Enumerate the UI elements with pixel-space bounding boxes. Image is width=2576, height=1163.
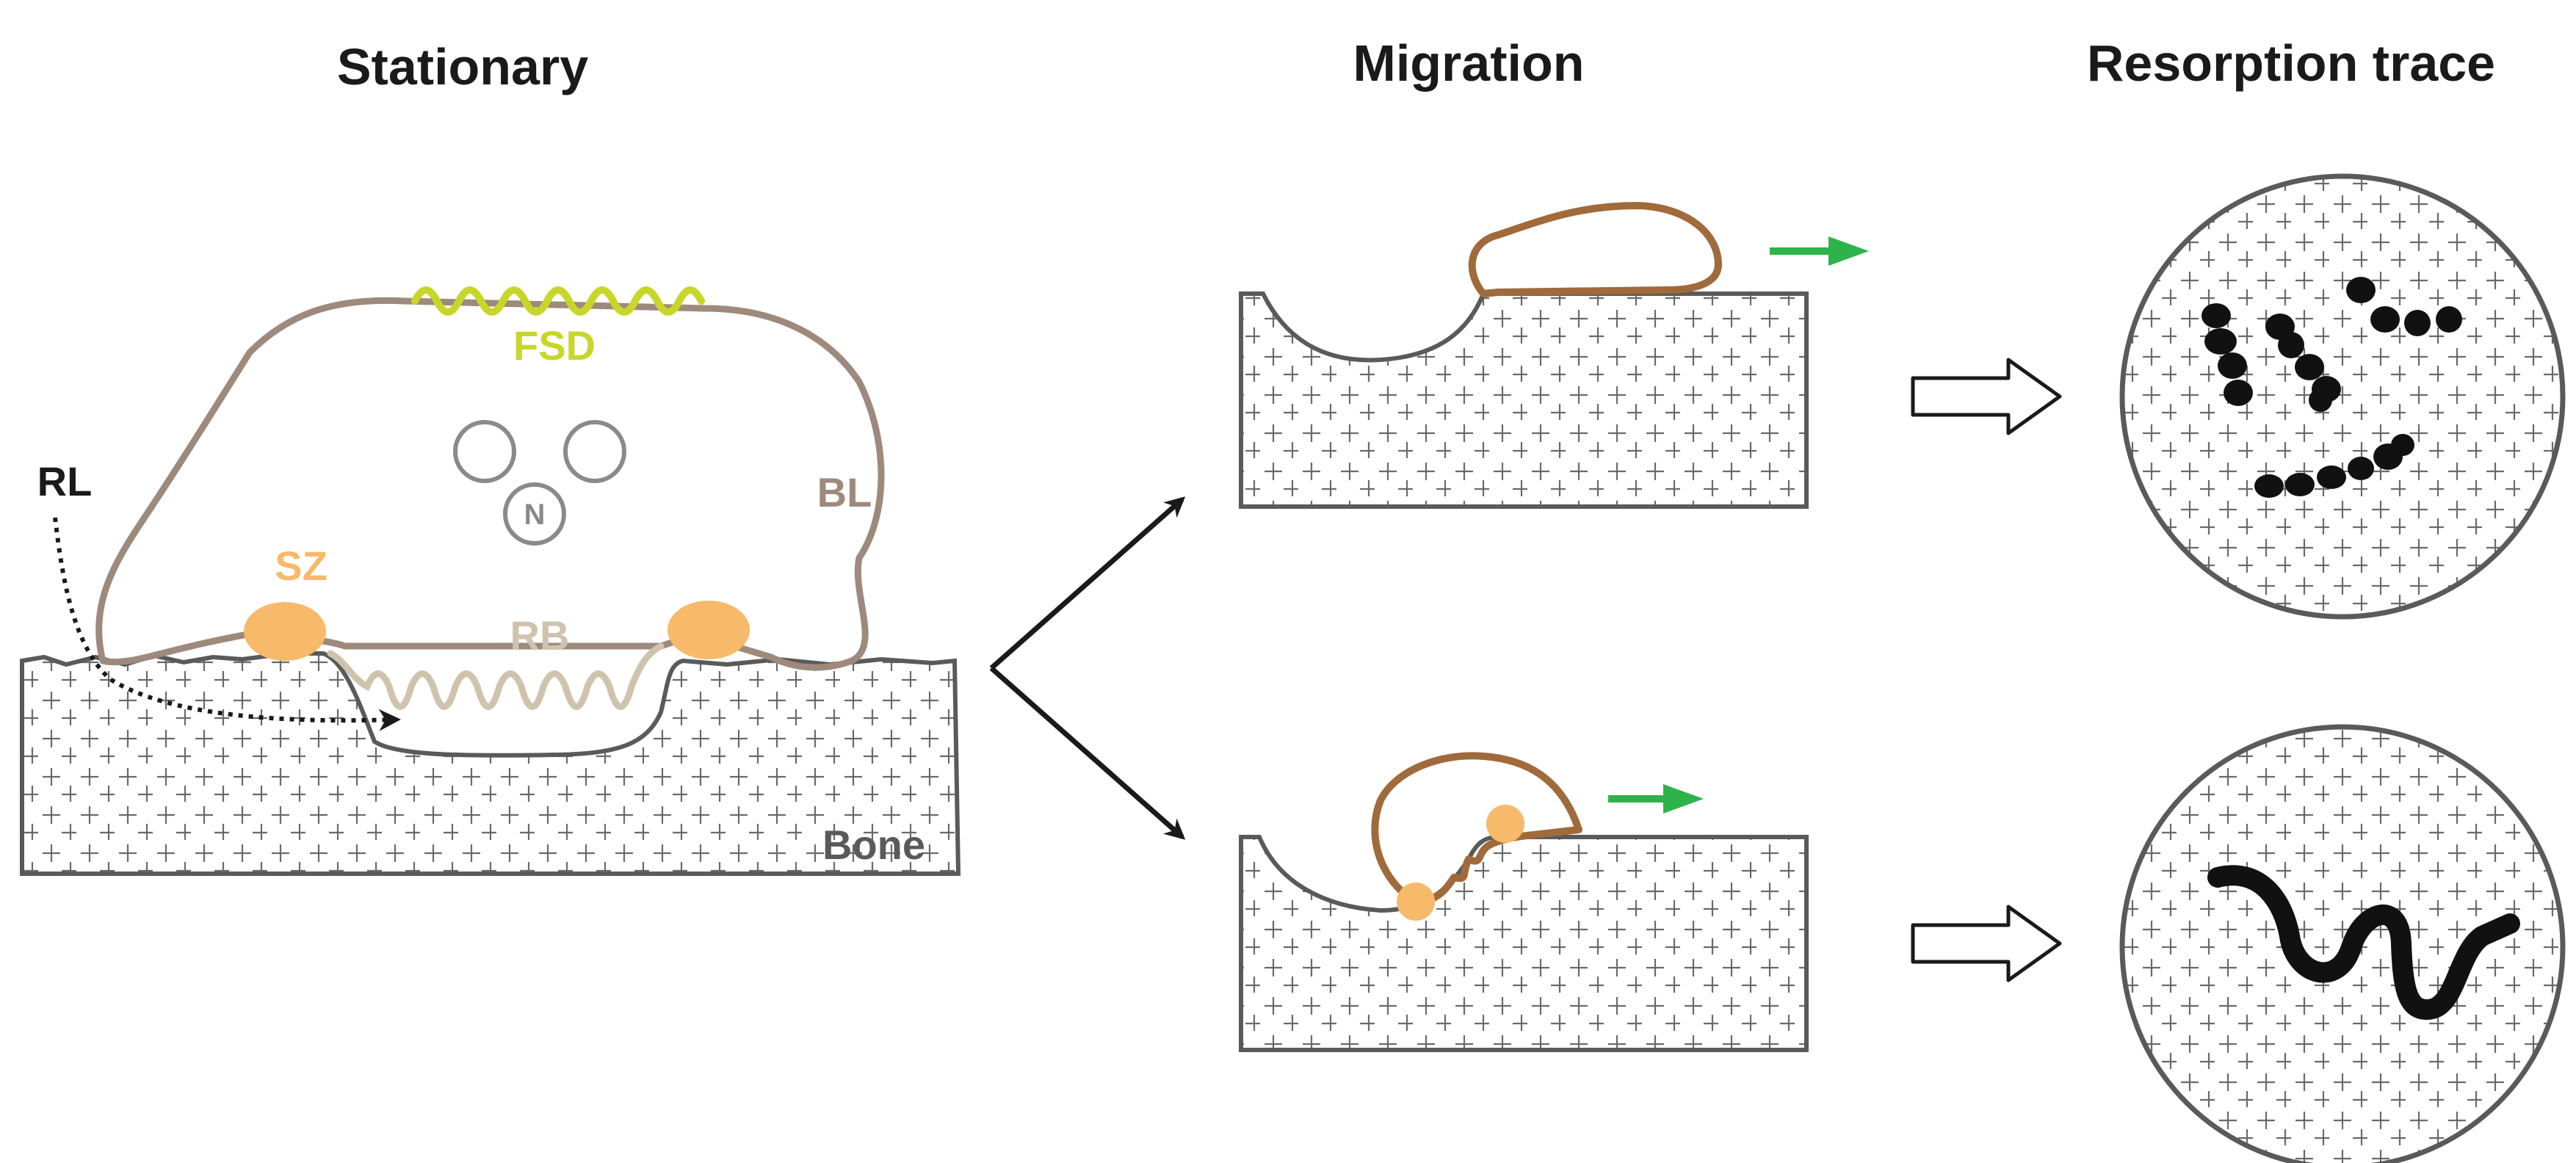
- bone-block-top: [1239, 291, 1809, 509]
- rl-dotted-path: [53, 517, 401, 731]
- label-bone: Bone: [822, 822, 925, 868]
- stationary-bone: [20, 651, 961, 876]
- nucleus-1: [453, 420, 516, 483]
- label-rb: RB: [510, 612, 570, 659]
- bone-block-bottom: [1239, 835, 1809, 1052]
- green-arrow-bottom-head: [1663, 784, 1704, 814]
- label-nucleus: N: [524, 499, 546, 531]
- label-fsd: FSD: [513, 322, 596, 369]
- sealing-zone-right: [667, 601, 750, 659]
- ruffled-border: [327, 642, 665, 710]
- hollow-arrow-icon-lower: [1911, 905, 2062, 982]
- pit-spots: [2201, 277, 2462, 498]
- migrating-cell-bottom: [1371, 752, 1582, 907]
- sealing-zone-migrate-1: [1486, 805, 1524, 843]
- migration-arrow-icon: [989, 496, 1186, 670]
- nucleus-3: [503, 482, 566, 546]
- hollow-arrow-icon: [1911, 358, 2062, 435]
- fsd-membrane: [411, 286, 705, 316]
- osteoclast-outline: [95, 297, 885, 671]
- migration-arrow-icon-lower: [989, 666, 1186, 840]
- title-migration: Migration: [1353, 35, 1585, 92]
- label-rl: RL: [37, 458, 93, 504]
- label-sz: SZ: [275, 543, 328, 589]
- stationary-panel: FSD N BL RL RB SZ Bone: [20, 286, 961, 876]
- sealing-zone-left: [244, 602, 326, 661]
- sealing-zone-migrate-2: [1397, 883, 1435, 921]
- trail-trace: [2207, 865, 2520, 1020]
- trace-disc-top: [2119, 173, 2566, 620]
- migration-top: [1239, 202, 1869, 509]
- green-arrow-top-head: [1828, 236, 1869, 266]
- title-stationary: Stationary: [337, 38, 588, 95]
- migrating-cell-top: [1468, 202, 1722, 297]
- title-resorption: Resorption trace: [2087, 35, 2495, 92]
- nucleus-2: [563, 420, 626, 483]
- label-bl: BL: [817, 469, 872, 515]
- resorption-trace-top: [2119, 173, 2566, 620]
- migration-bottom: [1239, 752, 1809, 1052]
- resorption-trace-bottom: [2119, 724, 2566, 1163]
